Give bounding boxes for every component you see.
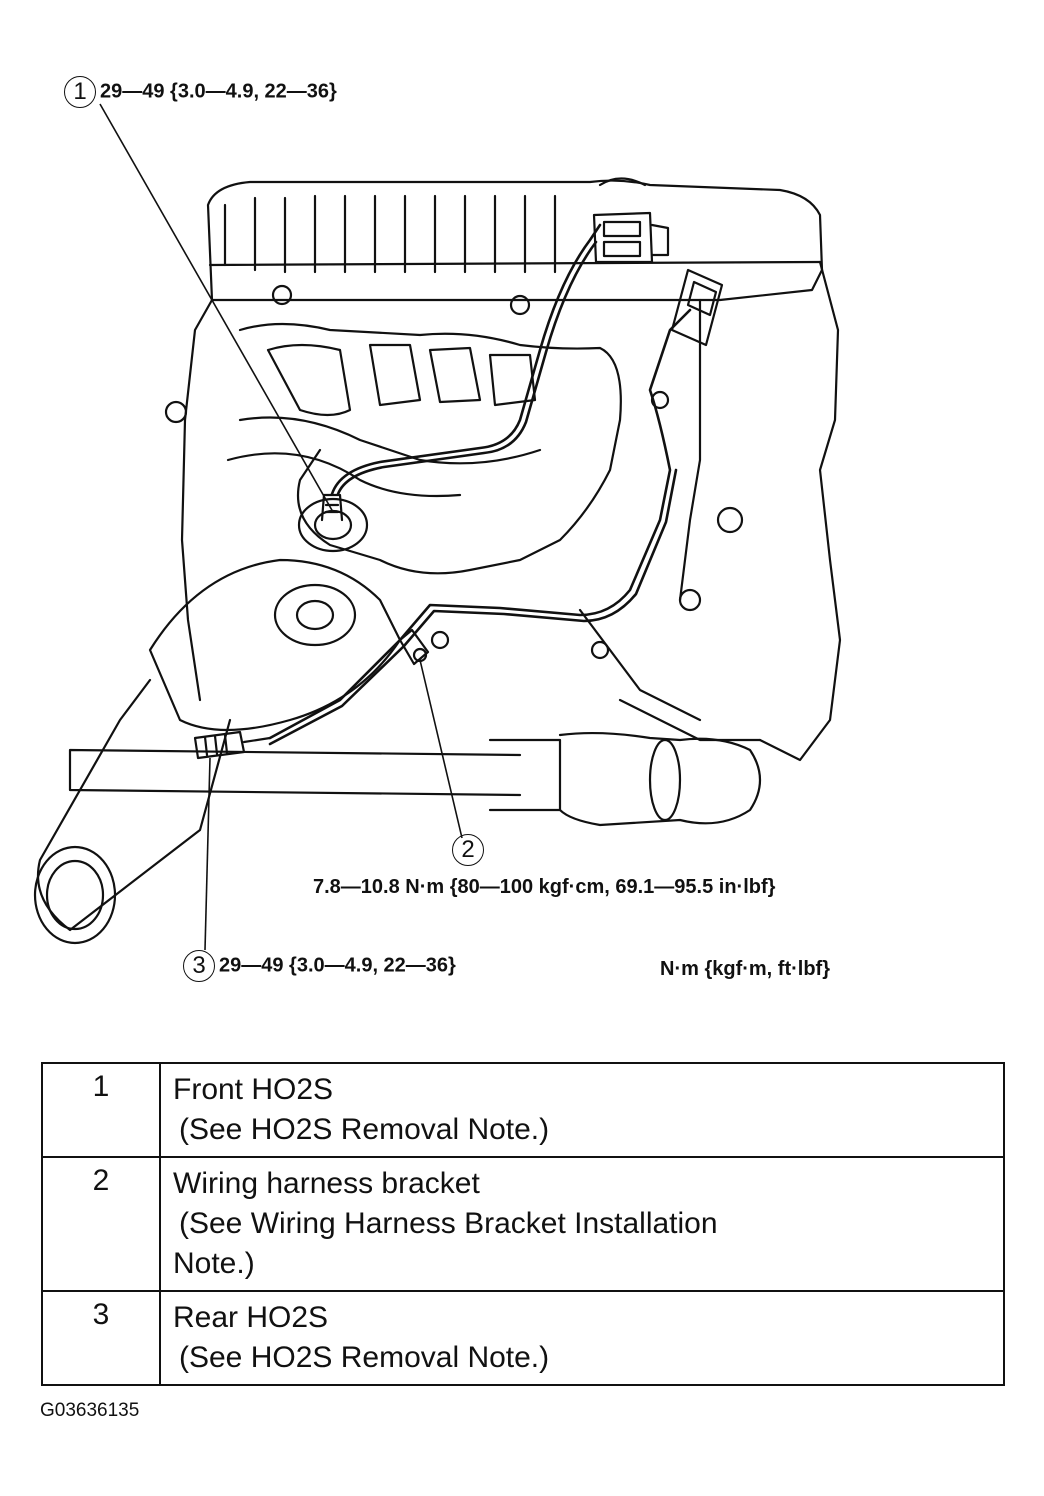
callout-torque-3: 29—49 {3.0—4.9, 22—36}	[219, 954, 456, 977]
table-row: 1 Front HO2S (See HO2S Removal Note.)	[41, 1062, 1005, 1158]
callout-number-1: 1	[64, 76, 96, 108]
leader-line-1	[99, 103, 334, 513]
leader-line-3	[204, 757, 211, 951]
rear-ho2s-sensor	[193, 730, 272, 760]
part-note-continued: Note.)	[173, 1247, 255, 1280]
leader-lines	[99, 103, 463, 951]
catalytic-converter	[33, 558, 402, 945]
harness-connectors	[592, 211, 724, 347]
part-description: Front HO2S (See HO2S Removal Note.)	[159, 1062, 1005, 1158]
engine-diagram	[33, 103, 842, 951]
part-number: 1	[41, 1062, 161, 1158]
callout-torque-1: 29—49 {3.0—4.9, 22—36}	[100, 80, 337, 103]
part-number: 2	[41, 1156, 161, 1292]
part-description: Rear HO2S (See HO2S Removal Note.)	[159, 1290, 1005, 1386]
callout-2-number: 2	[452, 834, 488, 866]
table-row: 3 Rear HO2S (See HO2S Removal Note.)	[41, 1290, 1005, 1386]
part-name: Front HO2S	[173, 1073, 334, 1106]
table-row: 2 Wiring harness bracket (See Wiring Har…	[41, 1156, 1005, 1292]
part-note: (See Wiring Harness Bracket Installation	[179, 1207, 718, 1240]
wiring-harness	[268, 223, 692, 746]
part-note: (See HO2S Removal Note.)	[179, 1113, 550, 1146]
leader-line-2	[419, 659, 463, 839]
part-name: Wiring harness bracket	[173, 1167, 480, 1200]
units-note: N·m {kgf·m, ft·lbf}	[660, 958, 830, 980]
callout-number-3: 3	[183, 950, 215, 982]
part-number: 3	[41, 1290, 161, 1386]
part-note: (See HO2S Removal Note.)	[179, 1341, 550, 1374]
parts-table: 1 Front HO2S (See HO2S Removal Note.) 2 …	[41, 1062, 1005, 1386]
engine-block	[164, 260, 842, 762]
drive-shaft	[68, 731, 761, 827]
part-description: Wiring harness bracket (See Wiring Harne…	[159, 1156, 1005, 1292]
callout-2-torque: 7.8—10.8 N·m {80—100 kgf·cm, 69.1—95.5 i…	[313, 876, 776, 898]
exhaust-manifold	[226, 322, 622, 575]
front-ho2s-sensor	[297, 493, 369, 553]
part-name: Rear HO2S	[173, 1301, 329, 1334]
cylinder-head-cover	[206, 177, 824, 302]
callout-number-2: 2	[452, 834, 484, 866]
figure-id: G03636135	[40, 1400, 140, 1421]
